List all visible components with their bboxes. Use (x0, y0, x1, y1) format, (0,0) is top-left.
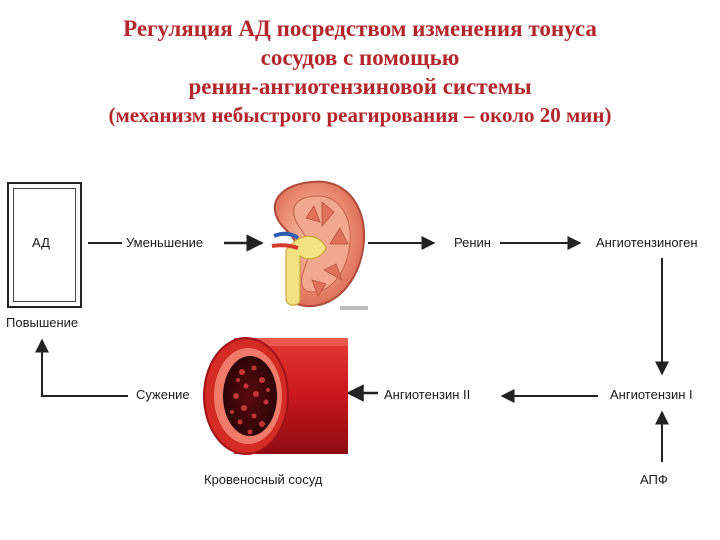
kidney-illustration (271, 180, 368, 310)
label-vessel: Кровеносный сосуд (204, 472, 323, 487)
title-line-1: Регуляция АД посредством изменения тонус… (123, 16, 597, 41)
label-angiotensinogen: Ангиотензиноген (596, 235, 698, 250)
title-line-3: ренин-ангиотензиновой системы (188, 74, 532, 99)
blood-vessel-illustration (203, 337, 348, 455)
label-angiotensin2: Ангиотензин II (384, 387, 471, 402)
label-decrease: Уменьшение (126, 235, 204, 250)
ad-box (7, 182, 82, 308)
label-increase: Повышение (6, 315, 79, 330)
label-renin: Ренин (454, 235, 491, 250)
label-angiotensin1: Ангиотензин I (610, 387, 693, 402)
subtitle: (механизм небыстрого реагирования – окол… (108, 103, 612, 127)
label-constriction: Сужение (136, 387, 190, 402)
title-line-2: сосудов с помощью (260, 45, 460, 70)
label-ace: АПФ (640, 472, 668, 487)
label-ad: АД (32, 235, 50, 250)
arrow-constriction-to-increase (35, 338, 128, 397)
ad-box-inner-border (13, 188, 76, 302)
title-block: Регуляция АД посредством изменения тонус… (0, 14, 720, 129)
